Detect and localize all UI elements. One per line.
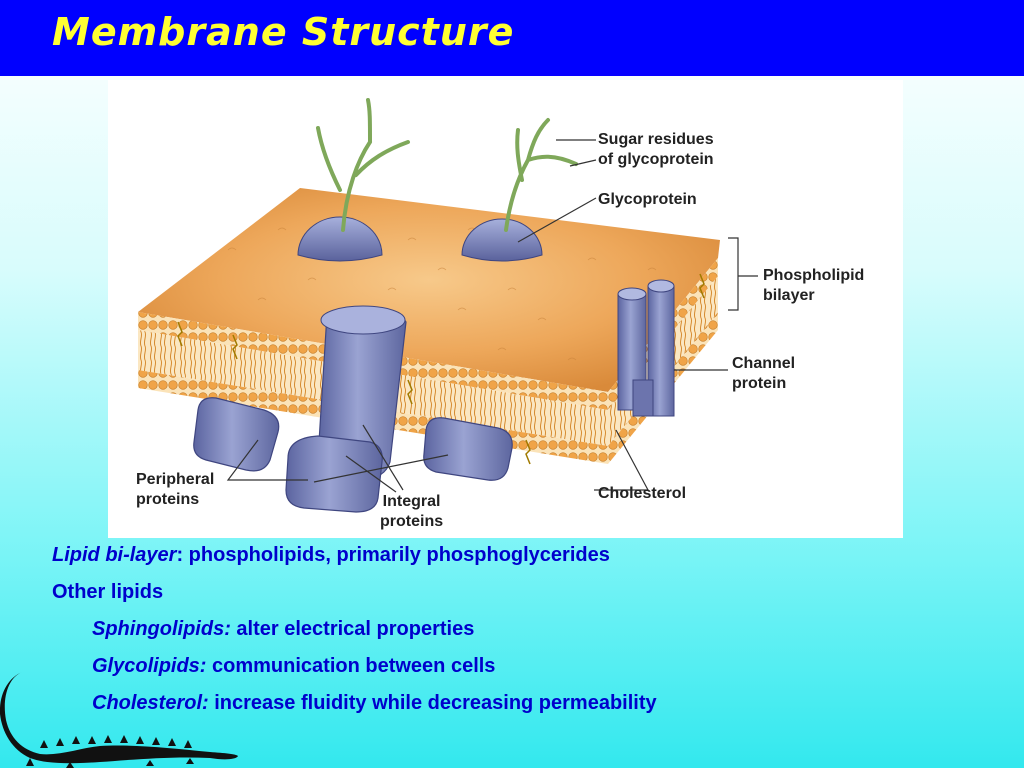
bullet-other-lipids: Other lipids [52,579,1012,616]
bullet-term: Lipid bi-layer [52,544,177,566]
bullet-text: alter electrical properties [230,618,475,640]
bullet-term: Glycolipids: [92,655,207,677]
glycoprotein-right [461,118,578,262]
slide-title: Membrane Structure [52,10,515,54]
bullet-glycolipids: Glycolipids: communication between cells [52,653,1012,690]
integral-protein-lower [285,435,383,513]
bullet-text: Other lipids [52,581,164,603]
membrane-top-surface [138,188,720,392]
bullet-text: communication between cells [206,655,496,677]
bullet-text: : phospholipids, primarily phosphoglycer… [176,544,610,566]
label-integral-proteins: Integral proteins [380,493,444,530]
bullet-list: Lipid bi-layer: phospholipids, primarily… [52,542,1012,727]
integral-protein-tall [317,305,407,481]
peripheral-protein-right [423,417,513,481]
bullet-text: increase fluidity while decreasing perme… [208,692,657,714]
bullet-sphingolipids: Sphingolipids: alter electrical properti… [52,616,1012,653]
label-peripheral-proteins: Peripheral proteins [136,471,215,508]
membrane-illustration [138,98,758,513]
title-bar: Membrane Structure [0,0,1024,76]
membrane-diagram: Sugar residues of glycoprotein Glycoprot… [108,80,903,538]
label-cholesterol: Cholesterol [598,485,687,502]
peripheral-protein-left [193,397,280,472]
bullet-lipid-bilayer: Lipid bi-layer: phospholipids, primarily… [52,542,1012,579]
label-phospholipid-bilayer: Phospholipid bilayer [763,267,865,304]
bullet-cholesterol: Cholesterol: increase fluidity while dec… [52,690,1012,727]
channel-protein [617,279,675,417]
label-sugar-residues: Sugar residues of glycoprotein [598,131,714,168]
label-channel-protein: Channel protein [732,355,796,392]
bullet-term: Sphingolipids: [92,618,231,640]
bullet-term: Cholesterol: [92,692,209,714]
label-glycoprotein: Glycoprotein [598,191,697,208]
alligator-logo [0,672,238,768]
glycoprotein-left [297,98,410,262]
